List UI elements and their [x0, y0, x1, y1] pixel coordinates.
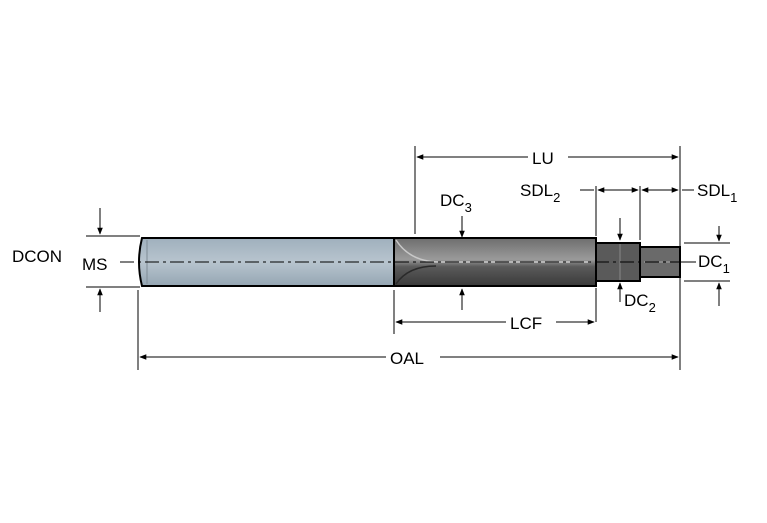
dimension-lu: LU	[416, 149, 679, 168]
label-lcf: LCF	[510, 314, 542, 333]
label-lu: LU	[532, 149, 554, 168]
dimension-dc1: DC1	[684, 226, 730, 306]
svg-text:DC1: DC1	[698, 252, 730, 276]
label-dc2: DC	[624, 291, 649, 310]
extension-lines	[86, 146, 730, 370]
dimension-dc3: DC3	[440, 191, 472, 310]
label-oal: OAL	[390, 349, 424, 368]
label-sdl2-sub: 2	[553, 190, 560, 205]
dimension-oal: OAL	[139, 349, 679, 368]
label-sdl1: SDL	[697, 181, 730, 200]
label-dc3-sub: 3	[465, 200, 472, 215]
dimension-dc2: DC2	[617, 282, 656, 315]
dimension-dcon: DCON MS	[12, 208, 108, 312]
label-dcon: DCON	[12, 247, 62, 266]
label-sdl1-sub: 1	[730, 190, 737, 205]
svg-text:DC3: DC3	[440, 191, 472, 215]
dimension-lcf: LCF	[395, 314, 595, 333]
dimension-sdl1: SDL1	[641, 181, 737, 205]
label-dc1-sub: 1	[723, 261, 730, 276]
label-sdl2: SDL	[520, 181, 553, 200]
svg-text:SDL2: SDL2	[520, 181, 560, 205]
svg-text:SDL1: SDL1	[697, 181, 737, 205]
label-dc2-sub: 2	[649, 300, 656, 315]
dimension-sdl2: SDL2	[520, 181, 639, 241]
label-dc1: DC	[698, 252, 723, 271]
label-dc3: DC	[440, 191, 465, 210]
tool-cutting-body	[393, 237, 681, 287]
label-ms: MS	[82, 255, 108, 274]
svg-text:DC2: DC2	[624, 291, 656, 315]
